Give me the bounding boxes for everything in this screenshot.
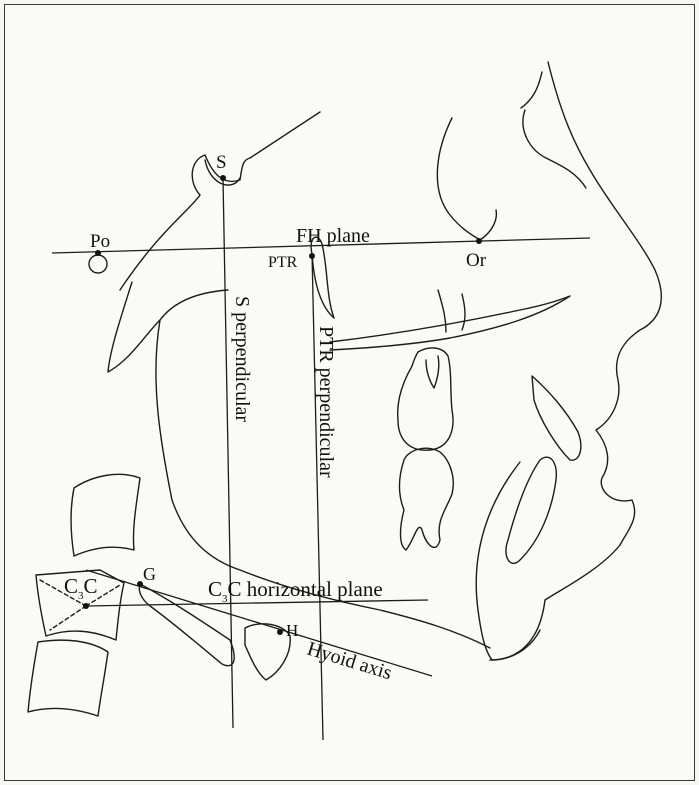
label-ptr: PTR xyxy=(268,254,298,271)
lower-incisor xyxy=(506,457,556,563)
point-h xyxy=(277,629,283,635)
nasal-contour-2 xyxy=(521,72,542,108)
soft-tissue-profile xyxy=(490,62,661,660)
pterygomaxillary-fissure xyxy=(311,237,334,318)
hyoid-body xyxy=(245,624,290,680)
c4-vertebra xyxy=(28,640,108,716)
nasal-contour xyxy=(523,110,586,188)
c2-vertebra xyxy=(71,474,140,556)
point-s xyxy=(220,175,226,181)
upper-incisor xyxy=(532,376,581,460)
label-or: Or xyxy=(466,250,487,271)
lower-molar xyxy=(400,448,454,550)
point-ptr xyxy=(309,253,315,259)
point-c3c xyxy=(83,603,89,609)
label-fh-plane: FH plane xyxy=(296,225,370,247)
label-hyoid-axis: Hyoid axis xyxy=(305,638,395,685)
palatal-plane-outline xyxy=(330,296,570,350)
upper-molar-root xyxy=(426,356,439,388)
label-po: Po xyxy=(90,231,110,252)
orbit-outline xyxy=(437,118,496,240)
label-s: S xyxy=(216,152,227,173)
label-g: G xyxy=(143,564,156,584)
s-perpendicular-line xyxy=(223,178,233,728)
label-s-perpendicular: S perpendicular xyxy=(231,296,253,422)
label-c3c-horizontal-plane: C3C horizontal plane xyxy=(208,577,383,605)
condyle-outline xyxy=(160,290,228,320)
label-h: H xyxy=(286,621,298,640)
point-or xyxy=(476,238,482,244)
upper-molar xyxy=(398,348,453,450)
porion-circle xyxy=(89,255,107,273)
label-c3c: C3C xyxy=(64,574,98,602)
label-ptr-perpendicular: PTR perpendicular xyxy=(315,326,337,478)
